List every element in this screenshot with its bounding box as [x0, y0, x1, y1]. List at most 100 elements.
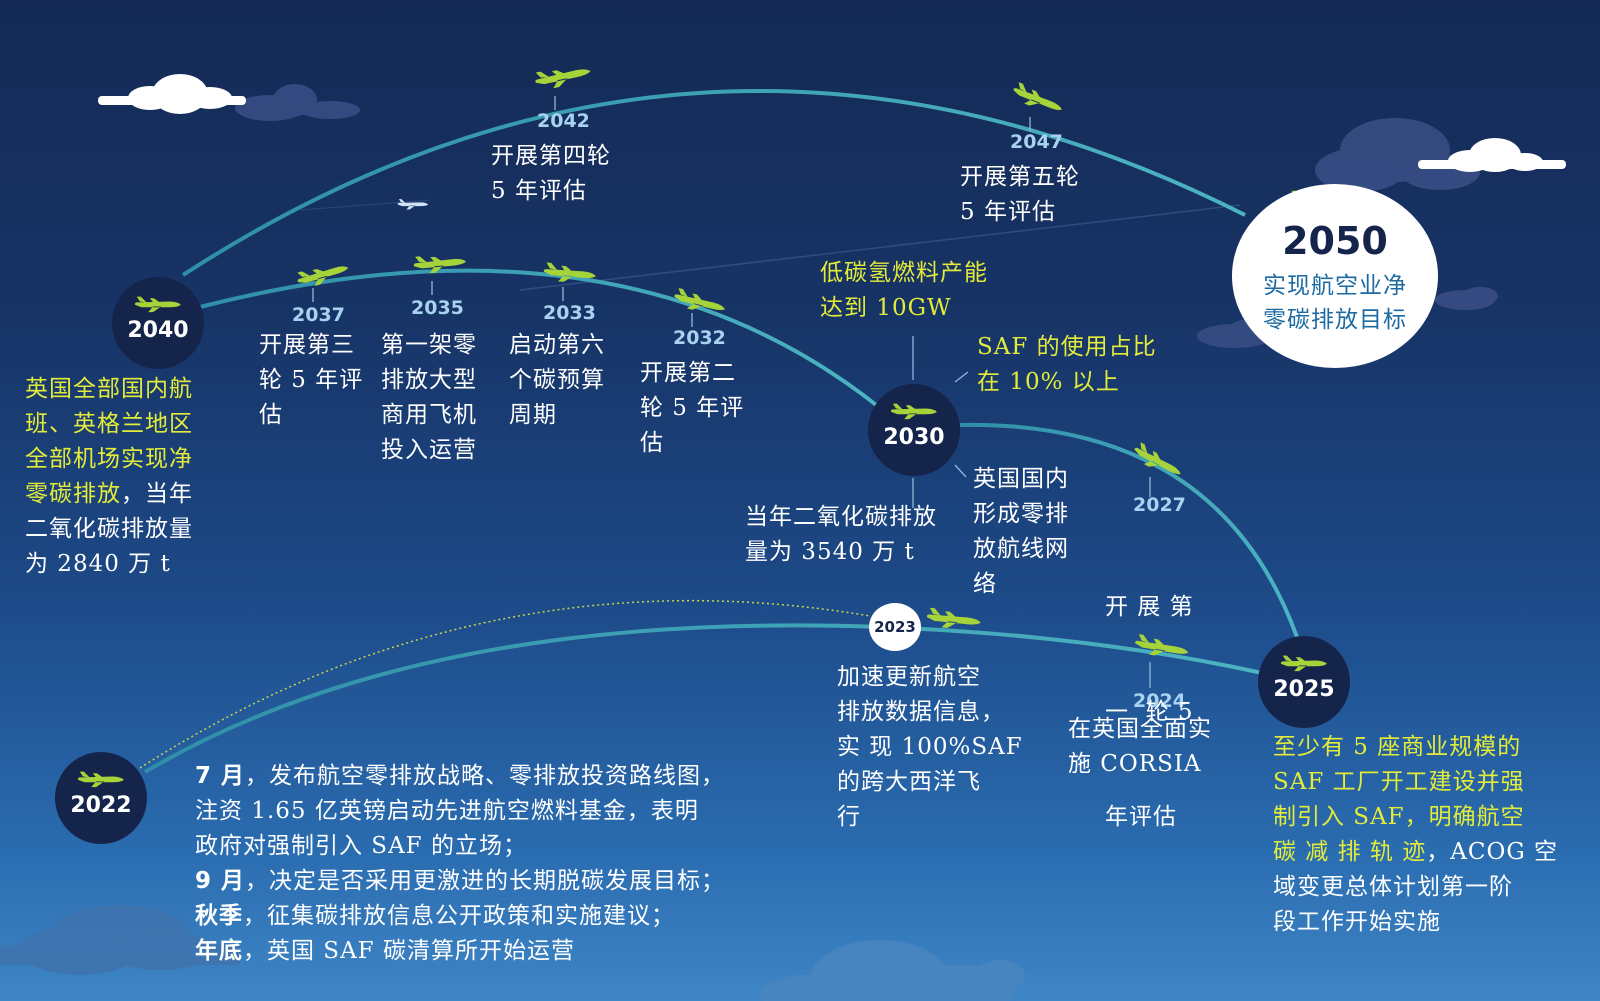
year-label-2033: 2033 — [543, 302, 596, 324]
desc-line: 碳 减 排 轨 迹，ACOG 空 — [1273, 835, 1558, 870]
year-label-2024: 2024 — [1133, 690, 1186, 712]
cloud-icon — [760, 940, 1025, 1001]
desc-line: 形成零排 — [973, 501, 1069, 527]
tick-2030-saf — [954, 371, 969, 383]
milestone-2033-desc: 启动第六 个碳预算 周期 — [509, 328, 605, 433]
desc-line: 秋季，征集碳排放信息公开政策和实施建议； — [195, 899, 725, 934]
desc-text: ，发布航空零排放战略、零排放投资路线图， — [245, 763, 726, 789]
desc-line: 行 — [837, 804, 861, 830]
milestone-2047-desc: 开展第五轮 5 年评估 — [960, 160, 1080, 230]
milestone-2025-year: 2025 — [1273, 677, 1335, 702]
year-label-2035: 2035 — [411, 297, 464, 319]
desc-line: 年底，英国 SAF 碳清算所开始运营 — [195, 934, 725, 969]
milestone-2037-desc: 开展第三 轮 5 年评 估 — [259, 328, 363, 433]
plane-icon — [535, 69, 591, 89]
arc-2040-2050 — [181, 89, 1246, 277]
milestone-2027-desc: 开 展 第 一 轮 5 年评估 — [1105, 520, 1194, 905]
cloud-icon — [0, 905, 240, 975]
milestone-2040-year: 2040 — [127, 318, 189, 343]
milestone-2030-co2: 当年二氧化碳排放 量为 3540 万 t — [745, 500, 937, 570]
desc-line: 开 展 第 — [1105, 594, 1194, 620]
plane-icon — [1135, 634, 1189, 656]
desc-text: ，英国 SAF 碳清算所开始运营 — [243, 938, 575, 964]
milestone-2050-text-line2: 零碳排放目标 — [1263, 307, 1407, 333]
desc-text: ，当年 — [121, 481, 193, 507]
desc-line: 制引入 SAF，明确航空 — [1273, 804, 1525, 830]
desc-line: 放航线网 — [973, 536, 1069, 562]
desc-line: 开展第三 — [259, 332, 355, 358]
year-label-2027: 2027 — [1133, 494, 1186, 516]
desc-month: 年底 — [195, 938, 243, 964]
desc-line: 在 10% 以上 — [977, 369, 1120, 395]
tick-2030-network — [954, 464, 967, 478]
desc-line: 轮 5 年评 — [259, 367, 364, 393]
milestone-2050-node: 2050 实现航空业净 零碳排放目标 — [1232, 184, 1438, 368]
milestone-2050-text-line1: 实现航空业净 — [1263, 273, 1407, 299]
desc-line: 段工作开始实施 — [1273, 909, 1441, 935]
desc-line: 二氧化碳排放量 — [25, 516, 193, 542]
desc-line: 加速更新航空 — [837, 664, 981, 690]
desc-line: 周期 — [509, 402, 557, 428]
plane-icon — [413, 256, 467, 274]
plane-icon — [397, 199, 429, 210]
plane-icon — [297, 266, 349, 287]
desc-line: 5 年评估 — [960, 199, 1056, 225]
desc-line: 9 月，决定是否采用更激进的长期脱碳发展目标； — [195, 864, 725, 899]
desc-text: ，决定是否采用更激进的长期脱碳发展目标； — [245, 868, 726, 894]
year-label-2042: 2042 — [537, 110, 590, 132]
cloud-icon — [235, 84, 360, 121]
desc-line: 全部机场实现净 — [25, 446, 193, 472]
milestone-2032-desc: 开展第二 轮 5 年评 估 — [640, 356, 744, 461]
desc-line: 政府对强制引入 SAF 的立场； — [195, 833, 527, 859]
milestone-2023-year: 2023 — [874, 618, 916, 636]
desc-line: 零碳排放，当年 — [25, 477, 193, 512]
milestone-2040-node: 2040 — [112, 277, 204, 369]
desc-line: 个碳预算 — [509, 367, 605, 393]
desc-line: 当年二氧化碳排放 — [745, 504, 937, 530]
desc-line: SAF 工厂开工建设并强 — [1273, 769, 1525, 795]
desc-line: 域变更总体计划第一阶 — [1273, 874, 1513, 900]
cloud-icon — [98, 74, 246, 114]
desc-line: 开展第四轮 — [491, 143, 611, 169]
plane-icon — [674, 287, 726, 311]
desc-line: SAF 的使用占比 — [977, 334, 1157, 360]
milestone-2030-network: 英国国内 形成零排 放航线网 络 — [973, 462, 1069, 602]
plane-icon — [543, 262, 596, 282]
desc-line: 商用飞机 — [381, 402, 477, 428]
milestone-2042-desc: 开展第四轮 5 年评估 — [491, 139, 611, 209]
desc-line: 第一架零 — [381, 332, 477, 358]
contrail-line — [299, 199, 431, 211]
plane-icon — [1134, 442, 1181, 475]
desc-line: 络 — [973, 571, 997, 597]
contrail-line — [519, 204, 1241, 291]
plane-icon — [77, 771, 124, 788]
milestone-2023-desc: 加速更新航空 排放数据信息， 实 现 100%SAF 的跨大西洋飞 行 — [837, 660, 1023, 835]
desc-line: 为 2840 万 t — [25, 551, 171, 577]
year-label-2047: 2047 — [1010, 131, 1063, 153]
desc-line: 实 现 100%SAF — [837, 734, 1023, 760]
arc-2030-2025 — [959, 422, 1300, 641]
desc-line: 一 轮 5 — [1105, 699, 1194, 725]
desc-line: 班、英格兰地区 — [25, 411, 193, 437]
plane-icon — [926, 607, 981, 629]
desc-text: ，征集碳排放信息公开政策和实施建议； — [243, 903, 675, 929]
desc-text: ，ACOG 空 — [1426, 839, 1558, 865]
desc-line: 达到 10GW — [820, 295, 952, 321]
desc-line: 估 — [259, 402, 283, 428]
year-label-2037: 2037 — [292, 304, 345, 326]
desc-highlight: 零碳排放 — [25, 481, 121, 507]
milestone-2025-desc: 至少有 5 座商业规模的 SAF 工厂开工建设并强 制引入 SAF，明确航空 碳… — [1273, 730, 1558, 940]
year-label-2032: 2032 — [673, 327, 726, 349]
milestone-2022-desc: 7 月，发布航空零排放战略、零排放投资路线图， 注资 1.65 亿英镑启动先进航… — [195, 759, 725, 969]
arc-2022-2025 — [143, 623, 1263, 774]
desc-line: 估 — [640, 430, 664, 456]
desc-line: 低碳氢燃料产能 — [820, 260, 988, 286]
plane-icon — [134, 296, 181, 313]
milestone-2050-year: 2050 — [1282, 219, 1388, 263]
milestone-2025-node: 2025 — [1258, 636, 1350, 728]
desc-line: 年评估 — [1105, 804, 1177, 830]
desc-line: 5 年评估 — [491, 178, 587, 204]
plane-icon — [890, 403, 937, 420]
